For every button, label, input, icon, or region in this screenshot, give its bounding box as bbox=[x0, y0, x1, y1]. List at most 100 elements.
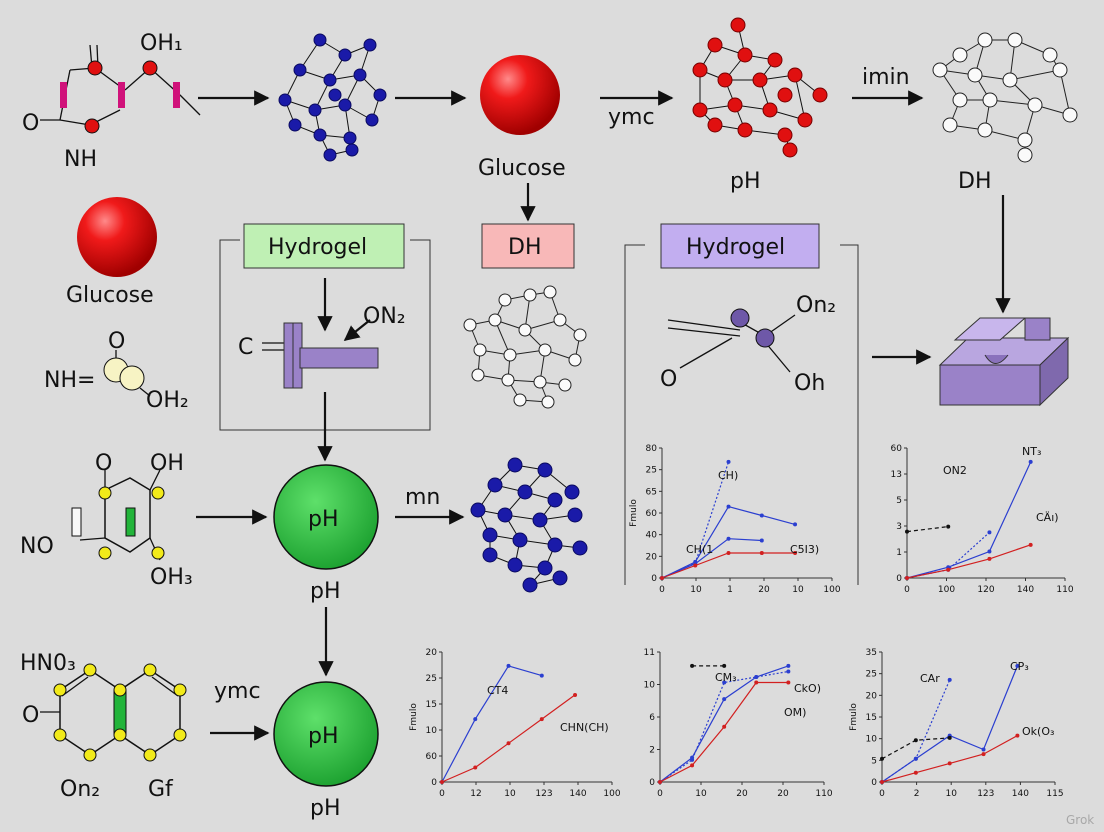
y-tick-label: 10 bbox=[644, 681, 656, 691]
x-tick-label: 140 bbox=[569, 789, 586, 799]
data-point bbox=[948, 761, 952, 765]
data-point bbox=[722, 664, 726, 668]
label-ymc-bottom: ymc bbox=[214, 679, 261, 704]
purple-device bbox=[940, 318, 1068, 405]
x-tick-label: 10 bbox=[945, 789, 957, 799]
data-point bbox=[880, 757, 884, 761]
y-axis-label: Fmulo bbox=[629, 499, 639, 527]
oxygen-atom bbox=[143, 61, 157, 75]
y-tick-label: 20 bbox=[646, 552, 658, 562]
y-tick-label: 10 bbox=[426, 726, 438, 736]
data-point bbox=[948, 736, 952, 740]
x-tick-label: 123 bbox=[535, 789, 552, 799]
y-tick-label: 2 bbox=[649, 746, 655, 756]
data-point bbox=[914, 771, 918, 775]
data-point bbox=[727, 505, 731, 509]
label-ph-under-1: pH bbox=[310, 579, 341, 604]
chart-annotation: CÄı) bbox=[1036, 511, 1059, 524]
data-point bbox=[786, 664, 790, 668]
data-point bbox=[905, 576, 909, 580]
y-tick-label: 60 bbox=[891, 444, 903, 454]
label-ymc-top: ymc bbox=[608, 105, 655, 130]
x-tick-label: 20 bbox=[777, 789, 789, 799]
chart-annotation: NT₃ bbox=[1022, 445, 1041, 458]
purple-molecule: On₂ O Oh bbox=[660, 293, 836, 396]
label-nh-eq: NH= bbox=[44, 368, 95, 393]
data-point bbox=[473, 765, 477, 769]
x-tick-label: 2 bbox=[914, 789, 920, 799]
y-tick-label: 60 bbox=[646, 509, 658, 519]
small-molecule-left: O NH= OH₂ bbox=[44, 329, 189, 413]
y-tick-label: 35 bbox=[866, 648, 877, 658]
chart-annotation: CHN(CH) bbox=[560, 721, 609, 734]
white-cluster-top bbox=[933, 33, 1077, 162]
y-tick-label: 5 bbox=[871, 756, 877, 766]
bond-highlight bbox=[126, 508, 135, 536]
data-point bbox=[914, 738, 918, 742]
data-point bbox=[507, 741, 511, 745]
series-line bbox=[662, 507, 795, 578]
x-tick-label: 20 bbox=[758, 585, 770, 595]
x-tick-label: 10 bbox=[504, 789, 516, 799]
data-point bbox=[793, 522, 797, 526]
series-line bbox=[442, 695, 575, 782]
y-tick-label: 10 bbox=[866, 735, 878, 745]
label-oh1: OH₁ bbox=[140, 31, 183, 56]
y-tick-label: 25 bbox=[426, 674, 437, 684]
y-axis-label: Fmulo bbox=[849, 703, 859, 731]
x-tick-label: 0 bbox=[879, 789, 885, 799]
data-point bbox=[660, 576, 664, 580]
y-tick-label: 0 bbox=[431, 778, 437, 788]
data-point bbox=[982, 748, 986, 752]
data-point bbox=[693, 564, 697, 568]
y-tick-label: 60 bbox=[426, 752, 438, 762]
x-tick-label: 20 bbox=[736, 789, 748, 799]
glucose-sphere-top bbox=[480, 55, 560, 135]
data-point bbox=[722, 725, 726, 729]
data-point bbox=[727, 460, 731, 464]
label-hno3: HN0₃ bbox=[20, 651, 76, 676]
label-dh-box: DH bbox=[508, 235, 541, 260]
data-point bbox=[473, 717, 477, 721]
oxygen-atom bbox=[88, 61, 102, 75]
chart-annotation: CT4 bbox=[487, 684, 508, 697]
chart-annotation: CH) bbox=[718, 469, 738, 482]
x-tick-label: 110 bbox=[815, 789, 832, 799]
label-hydrogel-1: Hydrogel bbox=[268, 235, 367, 260]
bond-highlight bbox=[173, 82, 180, 108]
label-o-bottom: O bbox=[22, 703, 39, 728]
x-tick-label: 0 bbox=[904, 585, 910, 595]
x-tick-label: 110 bbox=[1056, 585, 1073, 595]
chart-annotation: CM₃ bbox=[715, 671, 737, 684]
oxygen-atom bbox=[85, 119, 99, 133]
bracket bbox=[625, 245, 645, 585]
chart-annotation: Ok(O₃ bbox=[1022, 725, 1054, 738]
data-point bbox=[786, 669, 790, 673]
y-tick-label: 40 bbox=[646, 531, 658, 541]
data-point bbox=[540, 717, 544, 721]
label-on2-a: ON₂ bbox=[363, 304, 406, 329]
y-tick-label: 0 bbox=[649, 778, 655, 788]
y-axis-label: Fmulo bbox=[409, 703, 419, 731]
y-tick-label: 20 bbox=[426, 648, 438, 658]
label-dh-top: DH bbox=[958, 169, 991, 194]
data-point bbox=[987, 557, 991, 561]
label-gf: Gf bbox=[148, 777, 174, 802]
chart-annotation: ON2 bbox=[943, 464, 967, 477]
label-oh-mol: Oh bbox=[794, 371, 825, 396]
bond-highlight bbox=[72, 508, 81, 536]
label-on2-b: On₂ bbox=[796, 293, 836, 318]
watermark: Grok bbox=[1066, 813, 1094, 827]
data-point bbox=[1029, 543, 1033, 547]
chart-annotation: CkO) bbox=[794, 682, 821, 695]
data-point bbox=[760, 514, 764, 518]
data-point bbox=[540, 674, 544, 678]
data-point bbox=[690, 763, 694, 767]
chart-annotation: OM) bbox=[784, 706, 806, 719]
series-line bbox=[662, 553, 795, 578]
data-point bbox=[982, 752, 986, 756]
